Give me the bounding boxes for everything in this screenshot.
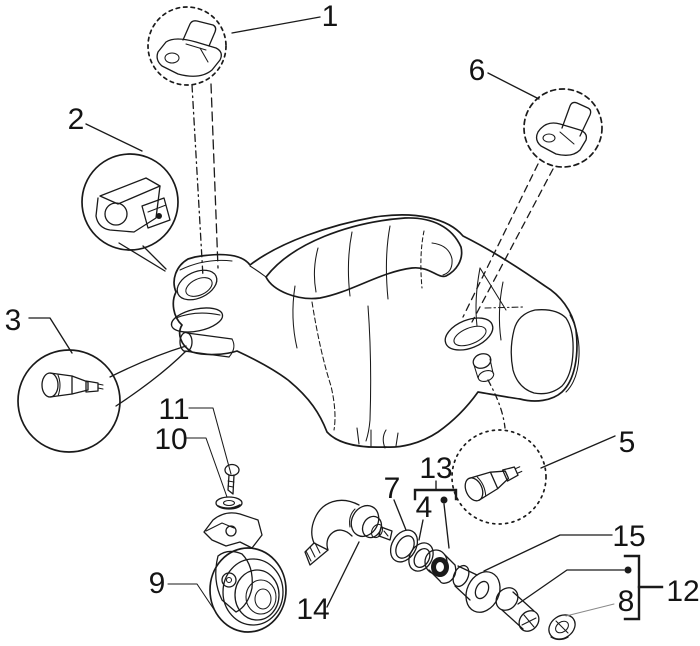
leader-11	[188, 407, 232, 475]
part-number-10: 10	[154, 423, 187, 456]
leader-lines	[28, 16, 616, 617]
horn-washer-10	[215, 496, 243, 510]
leader-5	[540, 435, 616, 469]
part-number-14: 14	[296, 593, 329, 626]
right-switch-hole	[444, 317, 494, 351]
leader-4	[418, 519, 424, 541]
leader-6	[487, 72, 540, 100]
switch-part-2	[95, 177, 171, 233]
part-number-1: 1	[322, 0, 339, 33]
part-number-8: 8	[618, 585, 635, 618]
projection-lines-6	[462, 163, 554, 323]
bracket-12	[517, 554, 664, 621]
bracket-13	[413, 480, 458, 549]
left-switch-housing	[170, 259, 267, 358]
part-number-12: 12	[666, 575, 699, 608]
leader-8	[565, 603, 615, 617]
part-number-7: 7	[384, 472, 401, 505]
switch-part-1	[156, 20, 222, 77]
oring-7	[389, 529, 419, 563]
horn-assembly	[203, 463, 287, 633]
pointer-tail-2	[118, 242, 167, 272]
callout-circle-5	[451, 379, 547, 525]
screw-12	[495, 587, 540, 632]
left-upper-switch-hole	[176, 269, 218, 301]
handlebar-cover	[170, 214, 580, 449]
switch-part-6	[535, 101, 592, 156]
projection-lines-1	[191, 83, 219, 278]
right-switch-housing	[444, 309, 580, 395]
part-number-5: 5	[619, 426, 636, 459]
part-number-3: 3	[5, 304, 22, 337]
recess-end-wall	[431, 242, 453, 276]
leader-10	[185, 437, 228, 498]
callout-circle-3	[17, 345, 187, 453]
hose-elbow-14	[304, 499, 393, 566]
surface-creases	[292, 225, 524, 449]
part-number-13: 13	[419, 452, 452, 485]
nut-8	[548, 614, 576, 641]
part-number-6: 6	[469, 54, 486, 87]
cover-outline	[172, 214, 578, 448]
bulb-part-5	[464, 466, 523, 502]
leader-15	[483, 534, 613, 572]
part-labels: 1 2 3 4 5 6 7 8 9 10 11 12 13 14 15	[5, 0, 700, 626]
left-lower-switch-hole	[170, 307, 224, 333]
horn-bracket	[203, 512, 263, 549]
leader-1	[231, 16, 321, 34]
callout-circle-6	[462, 88, 603, 323]
leader-14	[326, 541, 360, 608]
right-large-opening	[510, 309, 574, 395]
grommet-15	[452, 564, 501, 613]
part-number-15: 15	[612, 520, 645, 553]
part-number-2: 2	[68, 103, 85, 136]
callout-circle-1	[147, 6, 227, 278]
leader-2	[85, 123, 143, 152]
bulb-holder-boss	[472, 353, 495, 382]
callout-circle-2	[81, 153, 179, 272]
leader-9	[167, 583, 216, 612]
part-number-11: 11	[158, 393, 189, 426]
instrument-opening	[265, 217, 463, 300]
projection-line-5	[487, 379, 506, 429]
horn-screw-11	[224, 463, 240, 495]
part-number-4: 4	[416, 491, 433, 524]
part-number-9: 9	[149, 567, 166, 600]
leader-3	[28, 317, 73, 354]
pointer-tail-3	[109, 345, 187, 407]
leader-7	[393, 499, 407, 531]
horn-body-9	[209, 547, 287, 633]
handlebar-stub	[179, 331, 235, 358]
ring-4	[408, 542, 434, 572]
bulb-part-3	[41, 372, 104, 398]
